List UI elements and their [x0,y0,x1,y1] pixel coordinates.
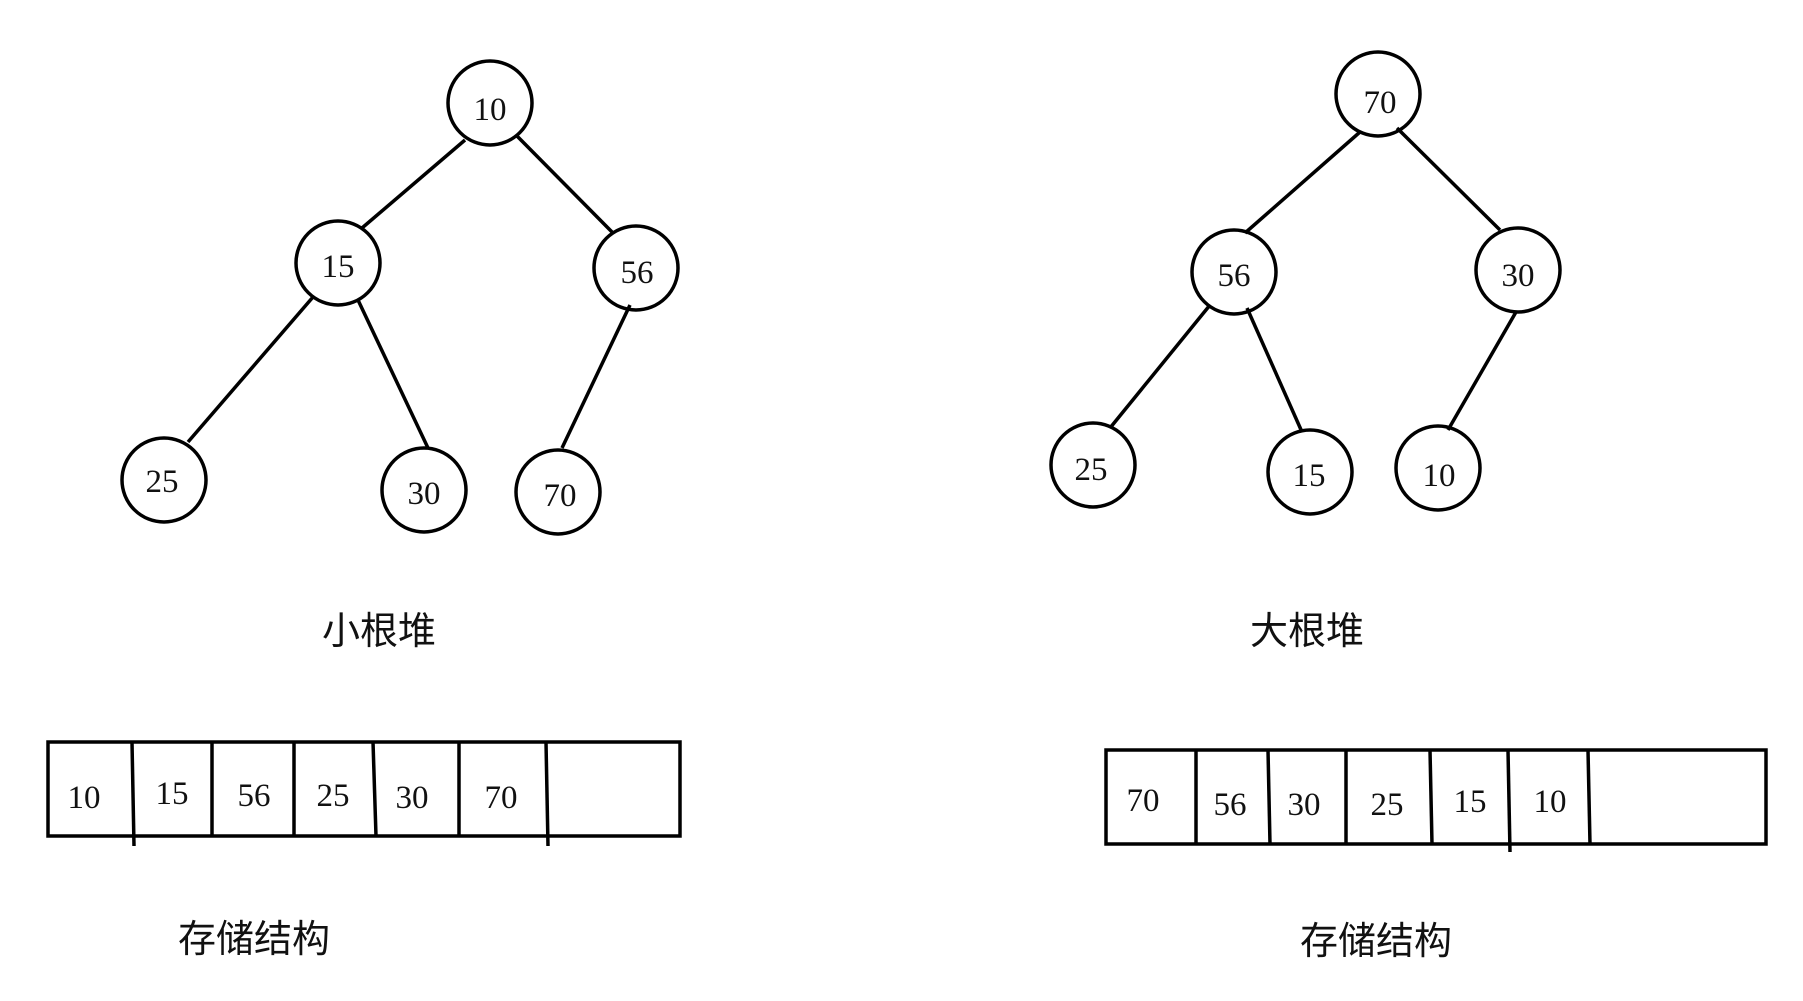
min-heap-node-label: 10 [474,92,507,128]
min-heap-node-labels: 10 15 56 25 30 70 [146,92,654,514]
storage-cell: 10 [1534,784,1567,820]
min-heap-node-15 [294,219,382,307]
max-heap-storage-array [1104,748,1768,853]
min-heap-storage-array [46,740,682,847]
min-heap-storage-caption: 存储结构 [178,917,331,961]
min-heap-node-30 [380,446,468,534]
max-heap-node-label: 70 [1364,85,1397,121]
min-heap-edge-15-30 [356,299,430,449]
min-heap-node-label: 56 [621,255,654,291]
storage-cell: 70 [485,780,518,816]
min-heap-edge-56-70 [560,304,632,449]
max-heap-node-25 [1049,421,1137,509]
storage-cell: 30 [396,780,429,816]
cell-divider [1266,749,1272,845]
max-heap-node-30 [1474,226,1562,314]
min-heap-node-56 [592,224,680,312]
storage-cell: 15 [156,776,189,812]
max-heap-storage-values: 70 56 30 25 15 10 [1127,783,1567,823]
min-heap-caption: 小根堆 [322,609,437,653]
cell-divider [1506,749,1512,853]
max-heap-node-labels: 70 56 30 25 15 10 [1075,85,1535,494]
storage-cell: 56 [1214,787,1247,823]
max-heap-storage-frame [1104,748,1768,846]
min-heap-node-10 [446,59,534,147]
storage-cell: 25 [317,778,350,814]
max-heap-node-15 [1266,428,1354,516]
max-heap-edge-70-56 [1243,130,1362,235]
cell-divider [130,741,136,847]
min-heap-storage-values: 10 15 56 25 30 70 [68,776,518,816]
max-heap-tree [1049,50,1562,516]
min-heap-node-label: 25 [146,464,179,500]
max-heap-edge-30-10 [1446,311,1518,431]
max-heap-node-56 [1190,228,1278,316]
min-heap-node-label: 70 [544,478,577,514]
max-heap-edge-56-25 [1108,303,1212,430]
storage-cell: 30 [1288,787,1321,823]
storage-cell: 10 [68,780,101,816]
cell-divider [544,741,550,847]
min-heap-node-70 [514,448,602,536]
min-heap-node-label: 30 [408,476,441,512]
min-heap-edge-10-56 [514,133,614,234]
max-heap-storage-caption: 存储结构 [1300,919,1453,963]
storage-cell: 70 [1127,783,1160,819]
max-heap-node-label: 25 [1075,452,1108,488]
cell-divider [1428,749,1434,845]
min-heap-storage-frame [46,740,682,838]
min-heap-edge-10-15 [360,138,467,230]
max-heap-edge-70-30 [1395,126,1502,232]
max-heap-node-label: 30 [1502,258,1535,294]
storage-cell: 15 [1454,784,1487,820]
max-heap-edge-56-15 [1245,307,1304,433]
max-heap-node-10 [1394,424,1482,512]
max-heap-node-label: 56 [1218,258,1251,294]
min-heap-tree [120,59,680,536]
storage-cell: 25 [1371,787,1404,823]
max-heap-node-label: 10 [1423,458,1456,494]
storage-cell: 56 [238,778,271,814]
min-heap-node-25 [120,436,208,524]
min-heap-edge-15-25 [186,295,315,444]
min-heap-node-label: 15 [322,249,355,285]
cell-divider [1586,749,1592,845]
cell-divider [371,741,378,837]
max-heap-node-label: 15 [1293,458,1326,494]
max-heap-node-70 [1334,50,1422,138]
max-heap-caption: 大根堆 [1250,609,1365,653]
